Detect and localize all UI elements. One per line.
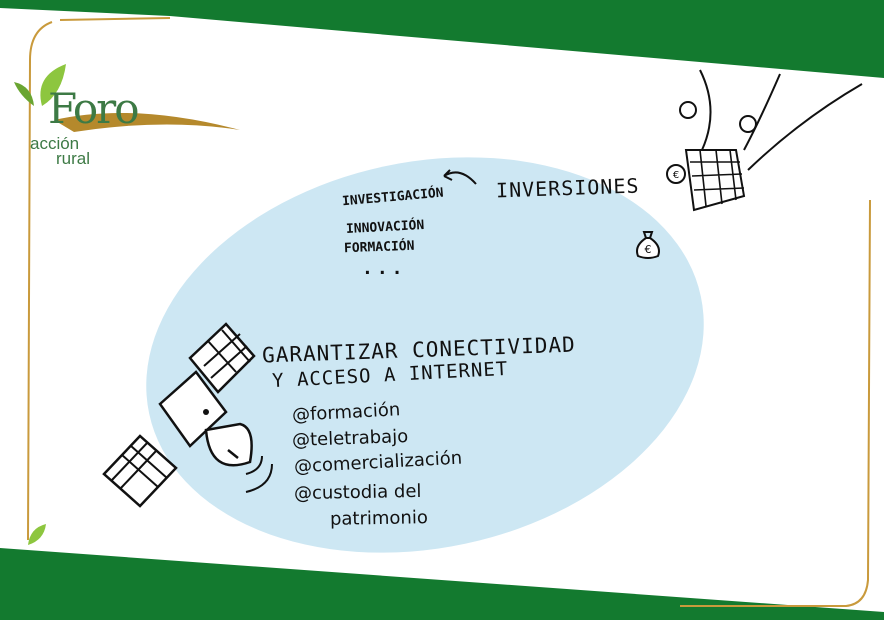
- logo-name: Foro: [48, 84, 139, 133]
- satellite-icon: [102, 322, 273, 508]
- topic-formacion: FORMACIÓN: [343, 238, 415, 257]
- top-green-band: [0, 0, 884, 78]
- svg-text:€: €: [673, 170, 679, 181]
- foro-accion-rural-logo: Foro acción rural: [14, 62, 244, 172]
- frame-border: [27, 17, 871, 607]
- inversiones-label: INVERSIONES: [495, 173, 640, 203]
- leaf-icon: [28, 524, 46, 545]
- logo-sub2: rural: [56, 149, 91, 168]
- use-item-custodia: @custodia del: [293, 480, 422, 505]
- hot-air-balloon-icon: €: [666, 69, 863, 212]
- use-item-patrimonio: patrimonio: [329, 507, 429, 530]
- svg-text:€: €: [645, 243, 652, 256]
- money-bag-icon: €: [636, 231, 660, 259]
- logo-sub1: acción: [30, 134, 80, 153]
- bottom-green-band: [0, 548, 884, 620]
- leaf-swoosh-icon: [14, 64, 240, 132]
- central-ellipse: [146, 157, 704, 553]
- topic-more: ...: [362, 258, 407, 279]
- arrow-icon: [443, 169, 477, 185]
- use-item-teletrabajo: @teletrabajo: [291, 425, 409, 452]
